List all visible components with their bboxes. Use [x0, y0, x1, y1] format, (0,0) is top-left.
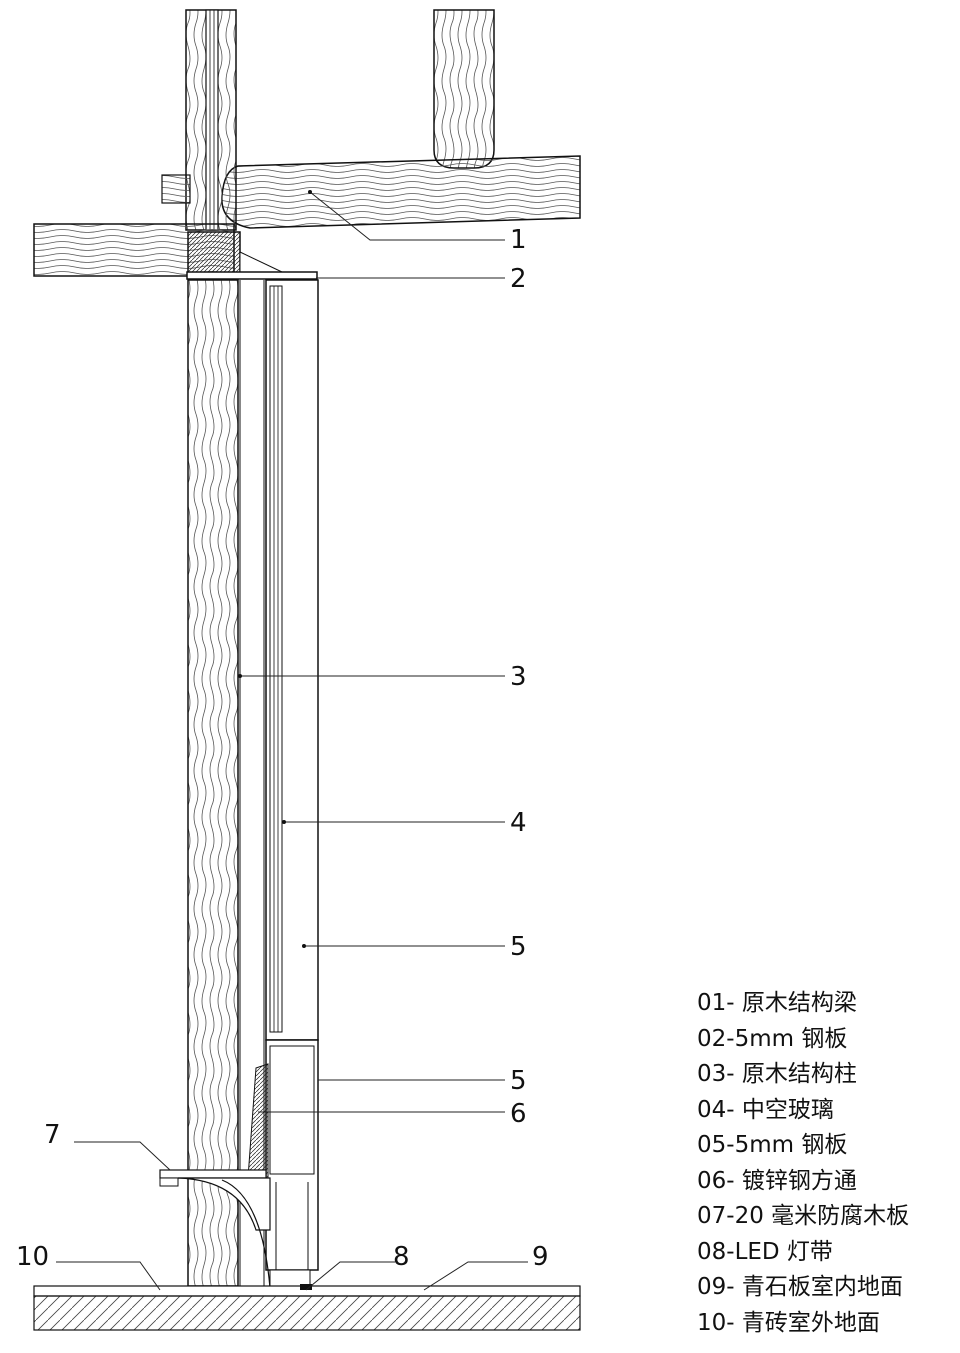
leader-dots — [238, 190, 312, 948]
callout-8: 8 — [393, 1242, 410, 1272]
callout-6: 6 — [510, 1099, 527, 1129]
callout-5b: 5 — [510, 1066, 527, 1096]
callout-7: 7 — [44, 1120, 61, 1150]
upper-wall-frame — [185, 9, 237, 231]
legend-item: 09- 青石板室内地面 — [697, 1274, 903, 1300]
legend-item: 07-20 毫米防腐木板 — [697, 1203, 910, 1229]
legend-item: 02-5mm 钢板 — [697, 1025, 848, 1052]
legend-item: 08-LED 灯带 — [697, 1238, 833, 1265]
callout-9: 9 — [532, 1242, 549, 1272]
legend-item: 10- 青砖室外地面 — [697, 1309, 880, 1336]
timber-column — [187, 279, 239, 1287]
glazing-panel — [239, 279, 319, 1286]
lower-steel-frame — [247, 1039, 319, 1287]
joint-block — [187, 231, 241, 275]
legend-item: 04- 中空玻璃 — [697, 1096, 834, 1123]
callout-5a: 5 — [510, 932, 527, 962]
callout-1: 1 — [510, 225, 527, 255]
legend-item: 05-5mm 钢板 — [697, 1132, 848, 1158]
callout-4: 4 — [510, 808, 527, 838]
callout-3: 3 — [510, 662, 527, 692]
timber-beam — [221, 155, 581, 229]
floor-slabs — [33, 1284, 581, 1331]
wood-board-bracket — [159, 1169, 271, 1289]
callout-2: 2 — [510, 264, 527, 294]
wood-block — [161, 174, 191, 204]
legend-item: 03- 原木结构柱 — [697, 1061, 857, 1087]
legend-item: 01- 原木结构梁 — [697, 990, 857, 1016]
steel-plate-top — [186, 271, 318, 280]
callout-10: 10 — [16, 1242, 49, 1272]
legend-item: 06- 镀锌钢方通 — [697, 1167, 857, 1194]
upper-log-post — [433, 9, 495, 169]
legend: 01- 原木结构梁 02-5mm 钢板 03- 原木结构柱 04- 中空玻璃 0… — [697, 986, 909, 1341]
leader-lines — [56, 191, 528, 1291]
